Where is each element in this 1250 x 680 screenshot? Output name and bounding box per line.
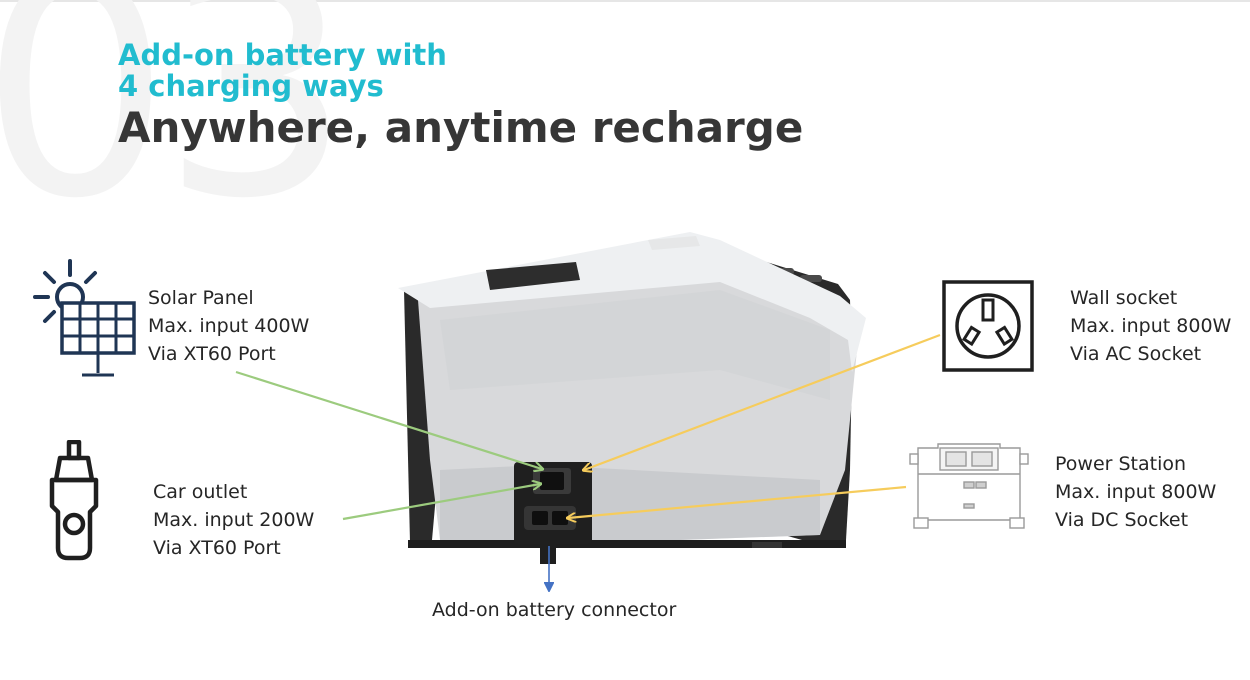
car-charger-icon [42, 439, 106, 562]
wall-socket-port: Via AC Socket [1070, 343, 1202, 365]
power-station-icon [906, 440, 1032, 534]
wall-socket-label: Wall socket Max. input 800W Via AC Socke… [1070, 284, 1231, 368]
wall-socket-icon [942, 280, 1034, 372]
add-on-battery-connector-label: Add-on battery connector [432, 599, 677, 621]
page-headline: Anywhere, anytime recharge [118, 103, 804, 152]
car-outlet-label: Car outlet Max. input 200W Via XT60 Port [153, 478, 314, 562]
title-block: Add-on battery with 4 charging ways Anyw… [118, 40, 803, 152]
solar-panel-name: Solar Panel [148, 287, 254, 309]
car-outlet-input: Max. input 200W [153, 509, 315, 531]
power-station-port: Via DC Socket [1055, 509, 1189, 531]
background-section-number: 03 [0, 0, 352, 264]
wall-socket-input: Max. input 800W [1070, 315, 1232, 337]
solar-panel-icon [18, 255, 140, 380]
solar-panel-input: Max. input 400W [148, 315, 310, 337]
power-station-name: Power Station [1055, 453, 1187, 475]
car-outlet-port: Via XT60 Port [153, 537, 281, 559]
power-station-label: Power Station Max. input 800W Via DC Soc… [1055, 450, 1216, 534]
wall-socket-name: Wall socket [1070, 287, 1178, 309]
subtitle-line-2: 4 charging ways [118, 69, 384, 103]
subtitle-line-1: Add-on battery with [118, 38, 447, 72]
car-outlet-name: Car outlet [153, 481, 248, 503]
solar-panel-label: Solar Panel Max. input 400W Via XT60 Por… [148, 284, 309, 368]
top-rule [0, 0, 1250, 2]
solar-panel-port: Via XT60 Port [148, 343, 276, 365]
power-station-input: Max. input 800W [1055, 481, 1217, 503]
